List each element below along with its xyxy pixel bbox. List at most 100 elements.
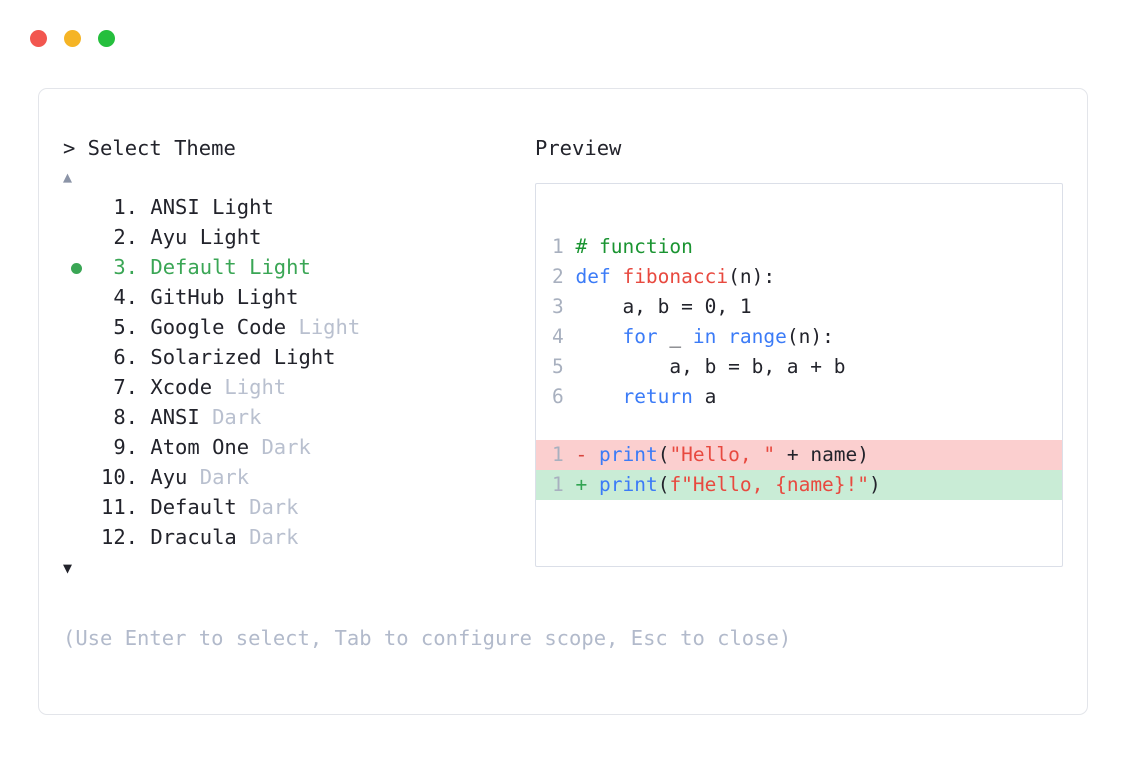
theme-item-number: 11. xyxy=(101,495,151,519)
code-line-number: 1 xyxy=(552,473,564,496)
theme-list: 1. ANSI Light 2. Ayu Light 3. Default Li… xyxy=(63,192,533,552)
theme-item-number: 3. xyxy=(101,255,151,279)
theme-item-name: ANSI Light xyxy=(150,195,274,219)
diff-added-line: 1 + print(f"Hello, {name}!") xyxy=(536,470,1062,500)
theme-item-number: 5. xyxy=(101,315,151,339)
theme-item-variant-tag: Dark xyxy=(187,465,250,489)
code-line-number: 1 xyxy=(552,235,564,258)
code-token xyxy=(575,385,622,408)
theme-item-name: ANSI xyxy=(150,405,200,429)
theme-list-item[interactable]: 7. Xcode Light xyxy=(63,372,533,402)
theme-item-variant-tag: Light xyxy=(212,375,287,399)
theme-list-item[interactable]: 3. Default Light xyxy=(63,252,533,282)
theme-item-text: 1. ANSI Light xyxy=(63,192,274,222)
theme-item-name: Ayu xyxy=(150,465,188,489)
theme-item-variant-tag: Dark xyxy=(199,405,262,429)
selected-bullet-icon xyxy=(71,263,82,274)
theme-item-variant-tag: Dark xyxy=(236,495,299,519)
code-token xyxy=(716,325,728,348)
code-token: a, b = 0, 1 xyxy=(575,295,752,318)
code-token: "Hello, " xyxy=(669,443,776,466)
code-token: print xyxy=(598,473,658,496)
close-button[interactable] xyxy=(30,30,47,47)
theme-item-name: Google Code xyxy=(150,315,287,339)
theme-item-name: Ayu Light xyxy=(150,225,262,249)
theme-item-text: 2. Ayu Light xyxy=(63,222,261,252)
code-line: 6 return a xyxy=(536,382,1062,412)
code-line-number: 5 xyxy=(552,355,564,378)
page-title: > Select Theme xyxy=(63,136,236,160)
theme-list-item[interactable]: 6. Solarized Light xyxy=(63,342,533,372)
code-line-number: 3 xyxy=(552,295,564,318)
code-token xyxy=(575,325,622,348)
theme-item-name: GitHub Light xyxy=(150,285,299,309)
theme-item-number: 8. xyxy=(101,405,151,429)
scroll-down-icon[interactable]: ▼ xyxy=(63,559,73,577)
code-line-number: 4 xyxy=(552,325,564,348)
code-token: return xyxy=(622,385,693,408)
code-spacer xyxy=(536,412,1062,440)
theme-item-name: Default xyxy=(150,495,237,519)
code-line-number: 2 xyxy=(552,265,564,288)
code-token: range xyxy=(728,325,787,348)
theme-item-text: 11. Default Dark xyxy=(63,492,299,522)
theme-list-item[interactable]: 10. Ayu Dark xyxy=(63,462,533,492)
code-line: 2 def fibonacci(n): xyxy=(536,262,1062,292)
theme-item-text: 9. Atom One Dark xyxy=(63,432,311,462)
theme-item-number: 4. xyxy=(101,285,151,309)
theme-item-text: 8. ANSI Dark xyxy=(63,402,261,432)
theme-item-variant-tag: Dark xyxy=(249,435,311,459)
theme-item-variant-tag: Dark xyxy=(236,525,299,549)
theme-list-item[interactable]: 4. GitHub Light xyxy=(63,282,533,312)
code-line-number: 6 xyxy=(552,385,564,408)
theme-item-number: 6. xyxy=(101,345,151,369)
diff-marker: + xyxy=(575,473,588,496)
theme-item-number: 2. xyxy=(101,225,151,249)
window-traffic-lights xyxy=(30,30,115,47)
theme-item-name: Xcode xyxy=(150,375,213,399)
minimize-button[interactable] xyxy=(64,30,81,47)
theme-item-number: 10. xyxy=(101,465,151,489)
theme-list-item[interactable]: 9. Atom One Dark xyxy=(63,432,533,462)
theme-item-number: 12. xyxy=(101,525,151,549)
scroll-up-icon[interactable]: ▲ xyxy=(63,168,73,186)
code-token: in xyxy=(692,325,717,348)
code-line: 5 a, b = b, a + b xyxy=(536,352,1062,382)
theme-selection-pane: > Select Theme ▲ 1. ANSI Light 2. Ayu Li… xyxy=(63,133,533,580)
code-token: _ xyxy=(657,325,693,348)
theme-item-name: Dracula xyxy=(150,525,237,549)
code-token: def xyxy=(575,265,623,288)
theme-item-number: 9. xyxy=(101,435,151,459)
code-line: 4 for _ in range(n): xyxy=(536,322,1062,352)
code-token: # function xyxy=(575,235,693,258)
theme-list-item[interactable]: 2. Ayu Light xyxy=(63,222,533,252)
diff-marker: - xyxy=(575,443,588,466)
theme-item-variant-tag: Light xyxy=(286,315,361,339)
theme-list-item[interactable]: 5. Google Code Light xyxy=(63,312,533,342)
code-token: a, b = b, a + b xyxy=(575,355,846,378)
code-line-number: 1 xyxy=(552,443,564,466)
code-token: ) xyxy=(869,473,881,496)
code-token: + name) xyxy=(775,443,870,466)
code-line: 3 a, b = 0, 1 xyxy=(536,292,1062,322)
code-token: for xyxy=(622,325,658,348)
theme-list-item[interactable]: 11. Default Dark xyxy=(63,492,533,522)
code-token: print xyxy=(598,443,658,466)
maximize-button[interactable] xyxy=(98,30,115,47)
theme-item-name: Atom One xyxy=(150,435,250,459)
theme-list-item[interactable]: 1. ANSI Light xyxy=(63,192,533,222)
theme-list-item[interactable]: 12. Dracula Dark xyxy=(63,522,533,552)
keyboard-hint: (Use Enter to select, Tab to configure s… xyxy=(63,626,792,650)
theme-item-name: Default Light xyxy=(150,255,311,279)
theme-item-text: 6. Solarized Light xyxy=(63,342,335,372)
theme-item-text: 12. Dracula Dark xyxy=(63,522,299,552)
theme-list-item[interactable]: 8. ANSI Dark xyxy=(63,402,533,432)
theme-item-text: 5. Google Code Light xyxy=(63,312,360,342)
theme-picker-card: > Select Theme ▲ 1. ANSI Light 2. Ayu Li… xyxy=(38,88,1088,715)
preview-label: Preview xyxy=(535,136,622,160)
theme-item-text: 4. GitHub Light xyxy=(63,282,298,312)
theme-item-text: 10. Ayu Dark xyxy=(63,462,249,492)
